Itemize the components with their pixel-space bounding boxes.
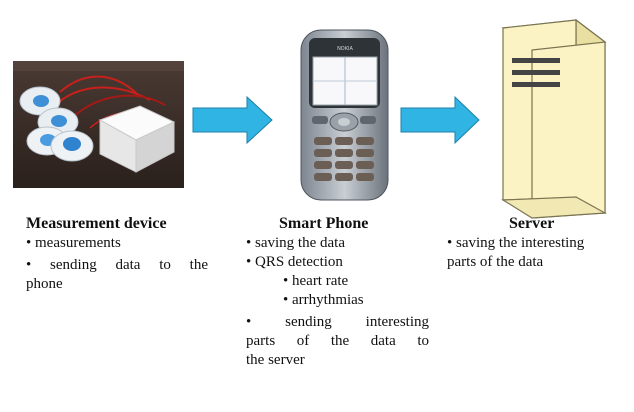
- ecg-device-photo: [13, 61, 184, 188]
- phone-bullet-continued: parts of the data to: [246, 333, 429, 349]
- phone-sub-bullet: • arrhythmias: [283, 292, 364, 308]
- server-bullet-continued: parts of the data: [447, 254, 544, 270]
- smart-phone-title: Smart Phone: [279, 215, 369, 232]
- mobile-phone-photo: NOKIA: [300, 29, 389, 201]
- server-title: Server: [509, 215, 555, 232]
- server-tower-icon: [501, 18, 608, 219]
- measurement-bullet: • measurements: [26, 235, 121, 251]
- arrow-right-icon: [400, 95, 480, 145]
- measurement-bullet-continued: phone: [26, 276, 63, 292]
- phone-sub-bullet: • heart rate: [283, 273, 349, 289]
- server-bullet: • saving the interesting: [447, 235, 585, 251]
- measurement-bullet: • sending data to the: [26, 257, 208, 273]
- phone-bullet-continued: the server: [246, 352, 305, 368]
- phone-bullet: • QRS detection: [246, 254, 343, 270]
- arrow-right-icon: [192, 95, 273, 145]
- svg-text:NOKIA: NOKIA: [337, 46, 353, 52]
- measurement-device-title: Measurement device: [26, 215, 167, 232]
- phone-bullet: • saving the data: [246, 235, 345, 251]
- phone-bullet: • sending interesting: [246, 314, 429, 330]
